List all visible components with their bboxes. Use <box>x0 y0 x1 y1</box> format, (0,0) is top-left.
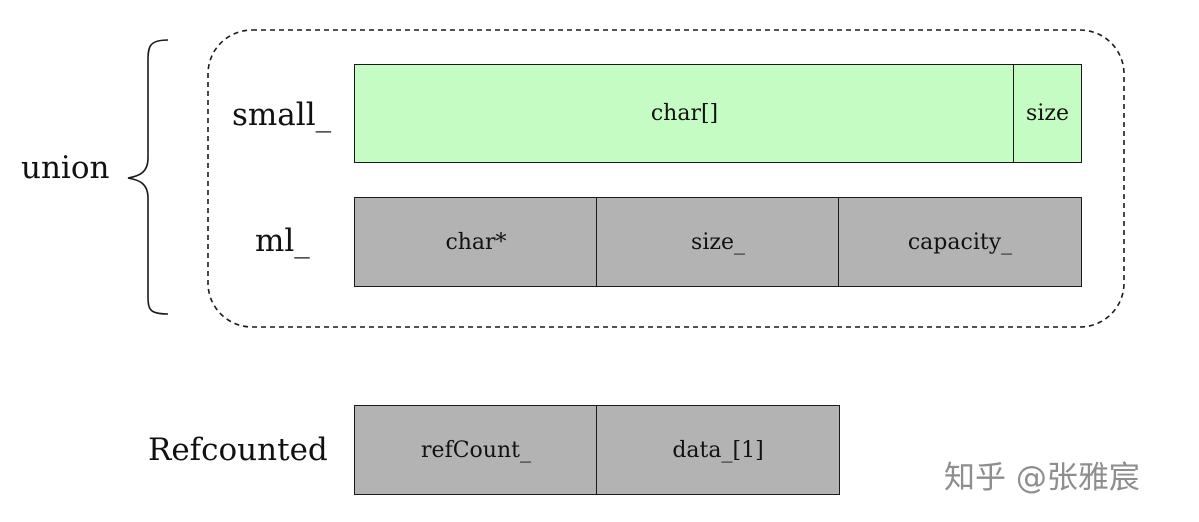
small-size-cell: size <box>1013 64 1082 163</box>
small-label: small_ <box>232 97 332 133</box>
refcounted-label: Refcounted <box>148 432 328 468</box>
ml-char-pointer-cell: char* <box>354 197 598 287</box>
data-cell: data_[1] <box>596 405 840 495</box>
ml-label: ml_ <box>255 223 310 259</box>
union-brace <box>127 39 169 315</box>
union-dashed-box <box>207 29 1125 328</box>
small-char-array-cell: char[] <box>354 64 1015 163</box>
ml-size-cell: size_ <box>596 197 840 287</box>
union-label: union <box>21 150 110 186</box>
refcount-cell: refCount_ <box>354 405 598 495</box>
watermark-text: 知乎 @张雅宸 <box>944 460 1140 496</box>
ml-capacity-cell: capacity_ <box>838 197 1082 287</box>
